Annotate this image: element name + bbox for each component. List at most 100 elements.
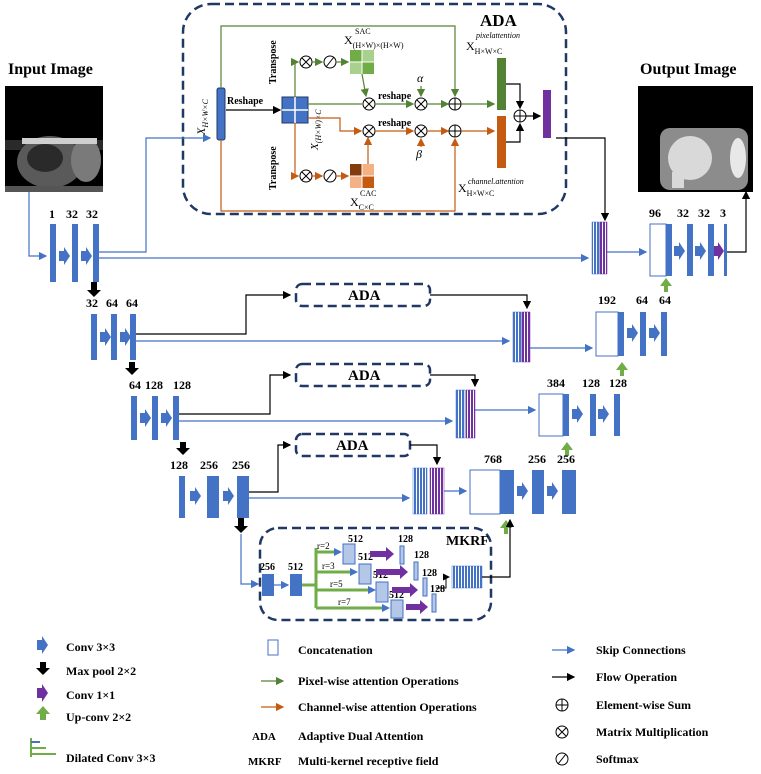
mkrf-b128-0: 128 — [398, 534, 413, 545]
enc1-ch-1: 32 — [66, 207, 78, 221]
ada-cac-sup: CAC — [360, 189, 376, 198]
enc1-ch-2: 32 — [86, 207, 98, 221]
mkrf-r1: r=3 — [322, 561, 335, 571]
legend-pixel: Pixel-wise attention Operations — [298, 674, 459, 688]
mkrf-r0: r=2 — [317, 541, 330, 551]
output-image-title: Output Image — [640, 61, 736, 78]
legend-sum: Element-wise Sum — [596, 698, 691, 712]
dec3-ch-2: 128 — [609, 376, 627, 390]
cac-matrix — [350, 164, 374, 188]
enc1: 1 32 32 — [49, 207, 99, 282]
enc2-ch-0: 32 — [86, 296, 98, 310]
ada-alpha: α — [417, 71, 424, 85]
enc2-ch-2: 64 — [126, 296, 138, 310]
ada-x-sac-label: X(H×W)×(H×W) — [344, 33, 404, 50]
mkrf-b128-2: 128 — [422, 568, 437, 579]
legend-maxpool: Max pool 2×2 — [66, 664, 136, 678]
enc4-ch-1: 256 — [200, 458, 218, 472]
ada-x-channel-label: XH×W×C — [458, 181, 494, 198]
dec3-ch-1: 128 — [582, 376, 600, 390]
enc4-ch-0: 128 — [170, 458, 188, 472]
dec1-ch-1: 32 — [677, 206, 689, 220]
ada-small-2 — [294, 362, 432, 388]
legend-conv1: Conv 1×1 — [66, 688, 115, 702]
legend: Conv 3×3 Max pool 2×2 Conv 1×1 Up-conv 2… — [30, 636, 709, 768]
ada-small-2-label: ADA — [348, 368, 381, 384]
input-image-title: Input Image — [8, 61, 93, 78]
enc4: 128 256 256 — [170, 458, 250, 518]
mkrf-b128-1: 128 — [414, 550, 429, 561]
dilated-branches — [302, 548, 390, 612]
dec2-ch-2: 64 — [659, 293, 671, 307]
mkrf-in-ch: 256 — [260, 562, 275, 573]
dilated-conv-icon — [30, 738, 56, 757]
ada-x-mid-label: X(H×W)×C — [309, 109, 323, 151]
dec2-ch-1: 64 — [636, 293, 648, 307]
ada-input-bar — [216, 87, 226, 141]
mkrf-b512-3: 512 — [389, 590, 404, 601]
legend-channel: Channel-wise attention Operations — [298, 700, 477, 714]
ada-beta: β — [415, 147, 422, 161]
input-image — [5, 86, 103, 192]
ada-block-title: ADA — [480, 11, 518, 30]
dec1: 96 32 32 3 — [649, 206, 727, 277]
ada-block-frame — [181, 2, 568, 216]
dec1-ch-3: 3 — [720, 206, 726, 220]
dec2-ch-0: 192 — [598, 293, 616, 307]
legend-concat: Concatenation — [298, 643, 373, 657]
mkrf-r2: r=5 — [330, 579, 343, 589]
mkrf-b512-1: 512 — [358, 552, 373, 563]
mkrf-b128-3: 128 — [430, 584, 445, 595]
ada-channel-bypass — [220, 137, 460, 212]
ada-transpose-bottom: Transpose — [268, 146, 279, 190]
mkrf-b512-0: 512 — [348, 534, 363, 545]
sum-icon — [555, 698, 569, 712]
legend-ada-full: Adaptive Dual Attention — [298, 729, 424, 743]
mkrf-b512-2: 512 — [373, 570, 388, 581]
legend-ada-abbr: ADA — [252, 731, 276, 743]
dec1-ch-0: 96 — [649, 206, 661, 220]
ada-x-input-label: XH×W×C — [194, 98, 210, 136]
mkrf-input-block — [262, 574, 274, 596]
dec4: 768 256 256 — [469, 452, 576, 515]
softmax-icon — [555, 752, 569, 766]
mkrf-c512: 512 — [288, 562, 303, 573]
legend-matmul: Matrix Multiplication — [596, 725, 709, 739]
legend-flow: Flow Operation — [596, 670, 677, 684]
output-image — [638, 86, 753, 192]
ada-reshaped-grid — [281, 96, 309, 124]
enc4-ch-2: 256 — [232, 458, 250, 472]
ada-output-bar — [543, 90, 551, 138]
ada-sac-sup: SAC — [355, 27, 371, 36]
mkrf-r3: r=7 — [338, 597, 351, 607]
legend-softmax: Softmax — [596, 752, 639, 766]
dec4-ch-2: 256 — [557, 452, 575, 466]
ada-pixel-path-top — [294, 61, 296, 97]
enc3-ch-0: 64 — [129, 378, 141, 392]
legend-upconv: Up-conv 2×2 — [66, 710, 131, 724]
dec3-ch-0: 384 — [547, 376, 565, 390]
sac-matrix — [350, 50, 374, 74]
ada-channel-sup: channel.attention — [468, 177, 524, 186]
legend-dilated: Dilated Conv 3×3 — [66, 751, 156, 765]
dec1-ch-2: 32 — [698, 206, 710, 220]
ada-reshape-label: Reshape — [227, 96, 264, 107]
ada-pixel-bypass — [220, 25, 460, 98]
dec4-ch-1: 256 — [528, 452, 546, 466]
dec3: 384 128 128 — [538, 376, 627, 437]
ada-x-pixel-label: XH×W×C — [466, 39, 502, 56]
ada-small-1 — [294, 282, 432, 308]
ada-x-cac-label: XC×C — [350, 195, 374, 212]
legend-skip: Skip Connections — [596, 643, 686, 657]
ada-small-1-label: ADA — [348, 288, 381, 304]
enc2-ch-1: 64 — [106, 296, 118, 310]
mkrf-title: MKRF — [446, 534, 489, 549]
dec2: 192 64 64 — [595, 293, 671, 357]
legend-mkrf-full: Multi-kernel receptive field — [298, 754, 439, 768]
matmul-icon — [555, 725, 569, 739]
ada-pixel-attention-bar — [497, 58, 506, 110]
enc3-ch-1: 128 — [145, 378, 163, 392]
ada-reshape-low: reshape — [378, 118, 412, 129]
